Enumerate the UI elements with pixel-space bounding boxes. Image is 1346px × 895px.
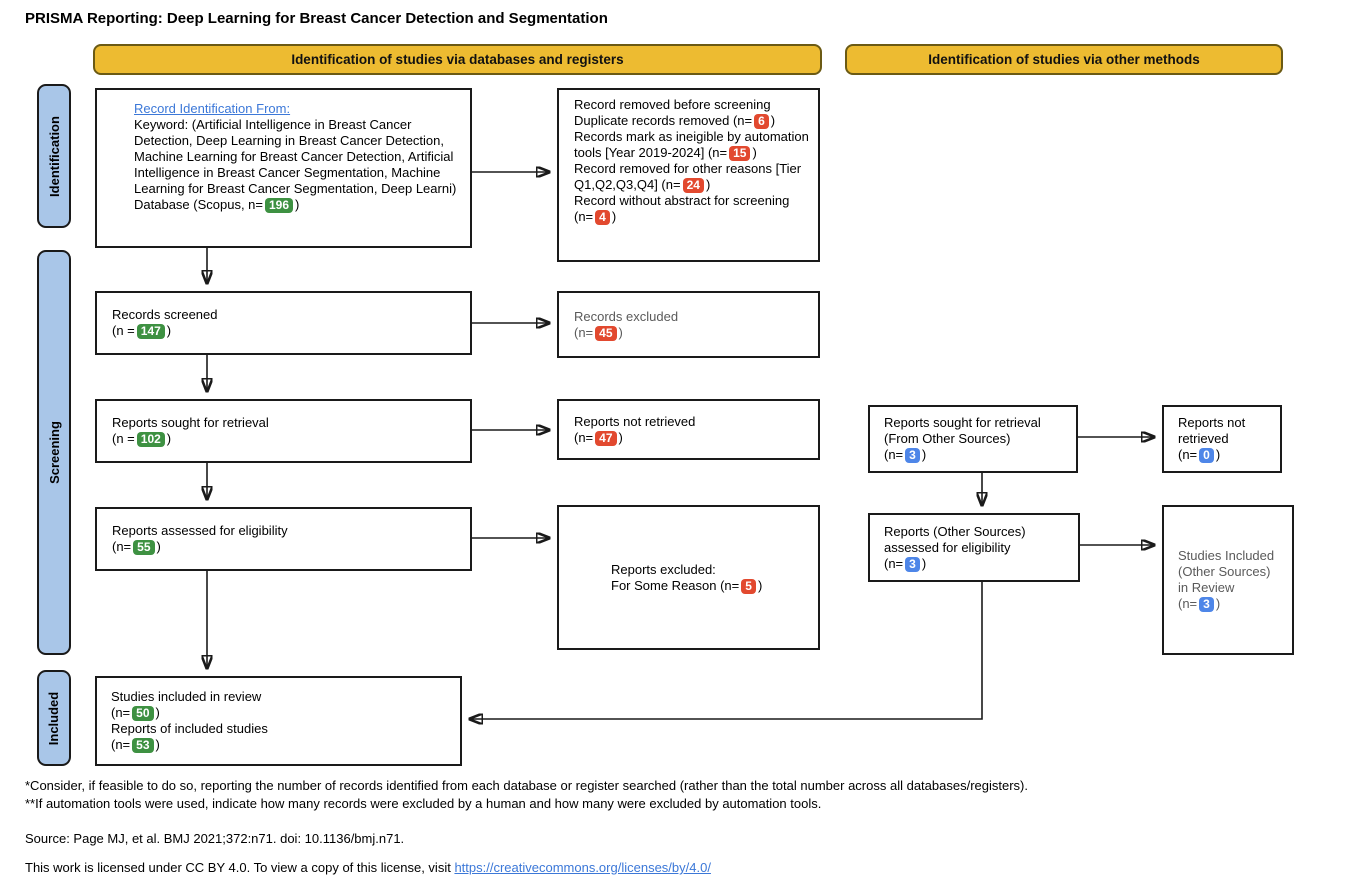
count-badge: 3 <box>905 448 920 463</box>
banner-other-methods: Identification of studies via other meth… <box>845 44 1283 75</box>
count-badge: 102 <box>136 432 165 447</box>
banner-other-methods-label: Identification of studies via other meth… <box>928 52 1200 67</box>
count-badge: 53 <box>132 738 154 753</box>
box-reports-excluded: Reports excluded: For Some Reason (n=5) <box>557 505 820 650</box>
count-badge: 6 <box>754 114 769 129</box>
record-identification-link[interactable]: Record Identification From: <box>134 101 291 116</box>
footnote-consider: *Consider, if feasible to do so, reporti… <box>25 778 1028 793</box>
page-title: PRISMA Reporting: Deep Learning for Brea… <box>25 10 608 27</box>
stage-identification-label: Identification <box>46 115 62 197</box>
count-badge: 0 <box>1199 448 1214 463</box>
count-badge: 50 <box>132 706 154 721</box>
box-records-screened: Records screened (n =147) <box>95 291 472 355</box>
box-reports-sought: Reports sought for retrieval (n =102) <box>95 399 472 463</box>
count-badge: 3 <box>905 556 920 572</box>
license-link[interactable]: https://creativecommons.org/licenses/by/… <box>454 860 711 875</box>
license-text: This work is licensed under CC BY 4.0. T… <box>25 860 455 875</box>
license-line: This work is licensed under CC BY 4.0. T… <box>25 860 711 875</box>
box-other-sought: Reports sought for retrieval (From Other… <box>868 405 1078 473</box>
count-badge: 147 <box>136 324 165 339</box>
box-records-excluded: Records excluded (n=45) <box>557 291 820 358</box>
count-badge: 3 <box>1199 597 1214 612</box>
source-citation: Source: Page MJ, et al. BMJ 2021;372:n71… <box>25 831 405 846</box>
count-badge: 45 <box>595 325 617 341</box>
footnote-automation: **If automation tools were used, indicat… <box>25 796 822 811</box>
count-badge: 47 <box>595 430 617 446</box>
stage-identification: Identification <box>37 84 71 228</box>
box-studies-included: Studies included in review (n=50) Report… <box>95 676 462 766</box>
box-reports-not-retrieved: Reports not retrieved (n=47) <box>557 399 820 460</box>
count-badge: 24 <box>682 178 704 193</box>
stage-included: Included <box>37 670 71 766</box>
count-badge: 5 <box>741 578 756 594</box>
banner-databases-registers: Identification of studies via databases … <box>93 44 822 75</box>
banner-databases-label: Identification of studies via databases … <box>291 52 624 67</box>
stage-screening: Screening <box>37 250 71 655</box>
record-identification-database: Database (Scopus, n=196) <box>134 197 300 213</box>
box-record-identification: Record Identification From: Keyword: (Ar… <box>95 88 472 248</box>
count-badge: 15 <box>729 146 751 161</box>
count-badge: 55 <box>133 540 155 555</box>
count-badge: 196 <box>265 198 294 213</box>
box-other-studies-included: Studies Included (Other Sources) in Revi… <box>1162 505 1294 655</box>
box-reports-assessed: Reports assessed for eligibility (n=55) <box>95 507 472 571</box>
box-records-removed-before-screening: Record removed before screening Duplicat… <box>557 88 820 262</box>
record-identification-keywords: Keyword: (Artificial Intelligence in Bre… <box>134 117 457 196</box>
stage-screening-label: Screening <box>46 421 62 484</box>
box-other-not-retrieved: Reports not retrieved (n=0) <box>1162 405 1282 473</box>
stage-included-label: Included <box>46 691 62 745</box>
count-badge: 4 <box>595 210 610 225</box>
box-other-assessed: Reports (Other Sources) assessed for eli… <box>868 513 1080 582</box>
